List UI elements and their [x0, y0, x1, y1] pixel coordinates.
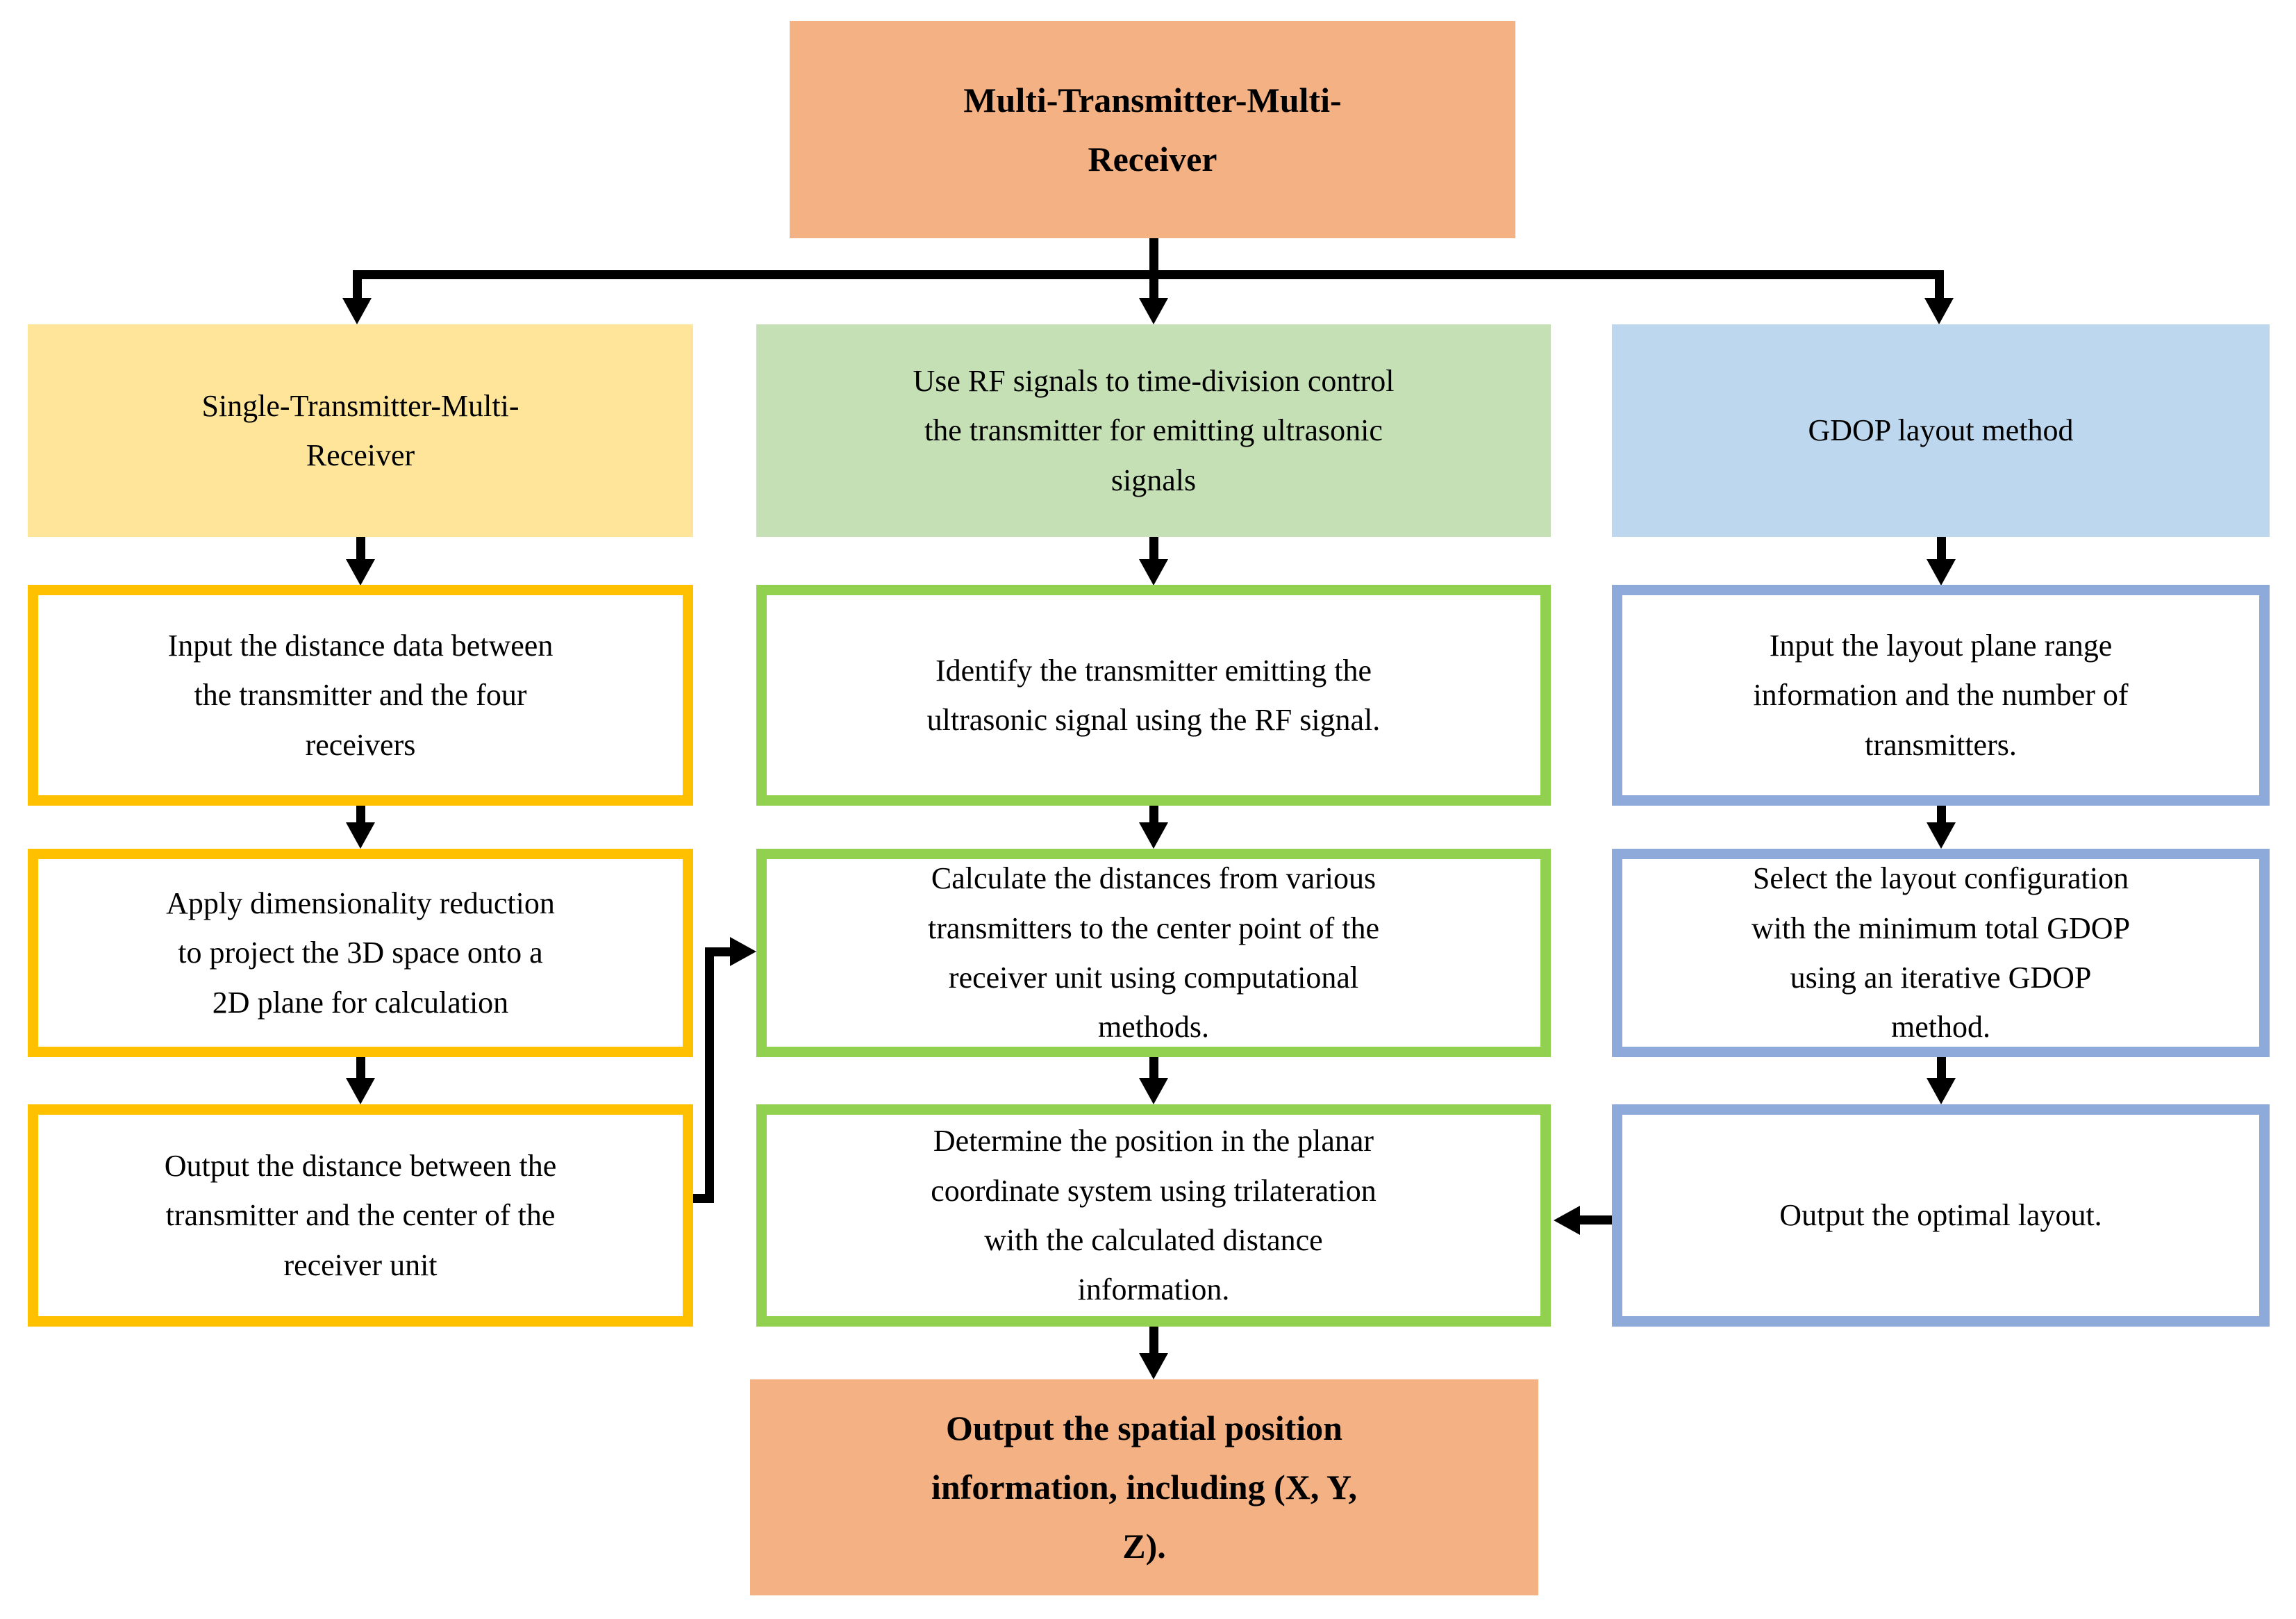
mid-step-2-label: Calculate the distances from various tra… [927, 861, 1380, 1045]
arrow-right-header-to-step1-line [1937, 537, 1946, 559]
arrow-left-header-to-step1-head [346, 559, 375, 586]
output-label: Output the spatial position information,… [931, 1409, 1358, 1566]
arrow-left-step1-to-step2-line [356, 806, 365, 822]
mid-step-1-label: Identify the transmitter emitting the ul… [926, 653, 1381, 737]
right-step-3: Output the optimal layout. [1612, 1104, 2270, 1327]
arrow-mid-step3-to-output-line [1149, 1327, 1158, 1353]
header-gdop-layout-label: GDOP layout method [1808, 413, 2074, 448]
arrow-mid-step1-to-step2-line [1149, 806, 1158, 822]
elbow-left3-to-mid2-vertical-line [705, 947, 714, 1203]
arrow-left-step2-to-step3-head [346, 1078, 375, 1104]
arrow-left-step2-to-step3-line [356, 1057, 365, 1078]
arrow-left-step1-to-step2-head [346, 822, 375, 849]
right-step-3-label: Output the optimal layout. [1779, 1198, 2102, 1233]
branch-drop-left-line [353, 278, 362, 298]
arrow-right3-to-mid3-arrowhead [1554, 1206, 1580, 1235]
mid-step-3: Determine the position in the planar coo… [756, 1104, 1551, 1327]
right-step-2-label: Select the layout configuration with the… [1751, 861, 2131, 1045]
arrow-mid-header-to-step1-line [1149, 537, 1158, 559]
right-step-2: Select the layout configuration with the… [1612, 849, 2270, 1057]
branch-drop-right-arrowhead [1924, 298, 1954, 324]
left-step-1: Input the distance data between the tran… [28, 585, 693, 806]
arrow-mid-step2-to-step3-head [1139, 1078, 1168, 1104]
header-single-transmitter-label: Single-Transmitter-Multi- Receiver [201, 388, 519, 472]
mid-step-1: Identify the transmitter emitting the ul… [756, 585, 1551, 806]
left-step-2: Apply dimensionality reduction to projec… [28, 849, 693, 1057]
arrow-right-step2-to-step3-head [1927, 1078, 1956, 1104]
left-step-3-label: Output the distance between the transmit… [164, 1149, 557, 1282]
root-label: Multi-Transmitter-Multi- Receiver [963, 80, 1342, 178]
arrow-mid-header-to-step1-head [1139, 559, 1168, 586]
elbow-left3-to-mid2-arrowhead [730, 937, 756, 966]
branch-drop-center-arrowhead [1139, 298, 1168, 324]
right-step-1-label: Input the layout plane range information… [1753, 629, 2129, 762]
arrow-right-step1-to-step2-line [1937, 806, 1946, 822]
arrow-right-step1-to-step2-head [1927, 822, 1956, 849]
elbow-left3-to-mid2-end-line [705, 947, 733, 956]
arrow-right-header-to-step1-head [1927, 559, 1956, 586]
header-rf-time-division-label: Use RF signals to time-division control … [913, 364, 1395, 497]
right-step-1: Input the layout plane range information… [1612, 585, 2270, 806]
branch-drop-right-line [1935, 278, 1944, 298]
header-rf-time-division: Use RF signals to time-division control … [756, 324, 1551, 537]
header-single-transmitter: Single-Transmitter-Multi- Receiver [28, 324, 693, 537]
left-step-3: Output the distance between the transmit… [28, 1104, 693, 1327]
mid-step-3-label: Determine the position in the planar coo… [931, 1124, 1376, 1307]
arrow-left-header-to-step1-line [356, 537, 365, 559]
arrow-right-step2-to-step3-line [1937, 1057, 1946, 1078]
header-gdop-layout: GDOP layout method [1612, 324, 2270, 537]
left-step-2-label: Apply dimensionality reduction to projec… [166, 886, 555, 1020]
left-step-1-label: Input the distance data between the tran… [167, 629, 554, 762]
arrow-mid-step1-to-step2-head [1139, 822, 1168, 849]
branch-drop-left-arrowhead [342, 298, 372, 324]
root-box: Multi-Transmitter-Multi- Receiver [790, 21, 1515, 238]
mid-step-2: Calculate the distances from various tra… [756, 849, 1551, 1057]
arrow-mid-step2-to-step3-line [1149, 1057, 1158, 1078]
branch-line [353, 270, 1944, 279]
output-box: Output the spatial position information,… [750, 1379, 1538, 1595]
arrow-mid-step3-to-output-head [1139, 1353, 1168, 1379]
arrow-right3-to-mid3-line [1577, 1215, 1612, 1224]
root-stem-line [1149, 238, 1158, 298]
